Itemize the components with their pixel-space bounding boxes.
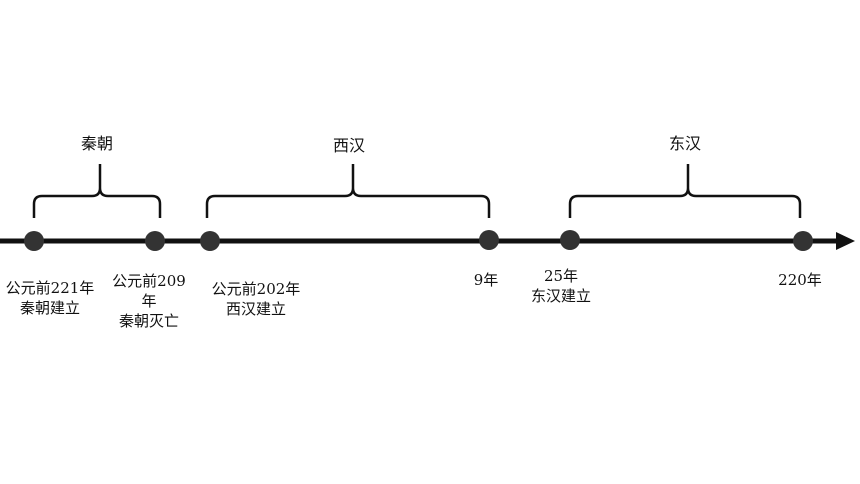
event-dot-25ad	[560, 230, 580, 250]
brace-eastern-han	[568, 164, 802, 218]
event-dot-220ad	[793, 231, 813, 251]
brace-qin	[32, 164, 162, 218]
event-label-202bc: 公元前202年 西汉建立	[211, 280, 301, 318]
event-dot-202bc	[200, 231, 220, 251]
event-dot-221bc	[24, 231, 44, 251]
period-label-western-han: 西汉	[332, 136, 365, 155]
event-label-209bc: 公元前209 年 秦朝灭亡	[112, 272, 186, 330]
period-label-eastern-han: 东汉	[668, 134, 701, 153]
period-label-qin: 秦朝	[80, 134, 113, 153]
event-dot-209bc	[145, 231, 165, 251]
event-label-25ad: 25年 东汉建立	[530, 267, 591, 305]
timeline-arrowhead	[836, 232, 855, 250]
event-label-220ad: 220年	[778, 271, 822, 289]
event-dot-9ad	[479, 230, 499, 250]
event-label-9ad: 9年	[473, 271, 499, 289]
event-label-221bc: 公元前221年 秦朝建立	[5, 279, 95, 317]
brace-western-han	[205, 164, 491, 218]
